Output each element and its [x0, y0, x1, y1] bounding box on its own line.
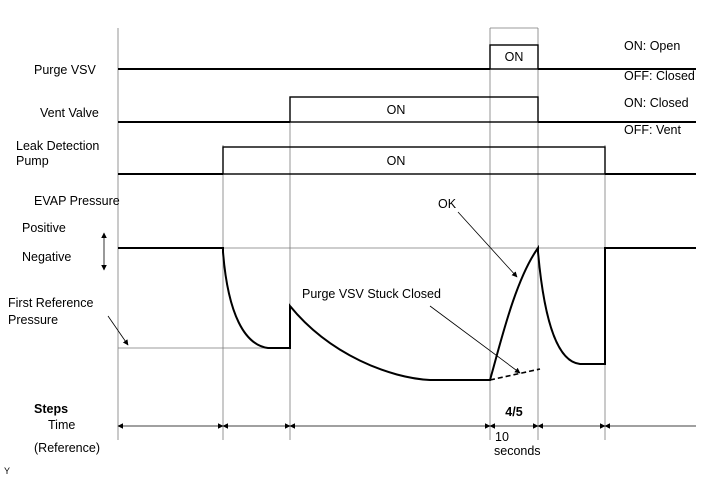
- footer-mark: Y: [4, 466, 10, 476]
- evap-pressure-label: EVAP Pressure: [34, 194, 120, 208]
- purge-vsv-stuck-label: Purge VSV Stuck Closed: [302, 287, 441, 301]
- timing-guides: [117, 27, 606, 440]
- purge-vsv-on-meaning: ON: Open: [624, 39, 680, 53]
- vent-valve-label: Vent Valve: [40, 106, 99, 120]
- first-reference-label-line1: First Reference: [8, 296, 93, 310]
- ok-label: OK: [438, 197, 457, 211]
- leak-pump-on-text: ON: [387, 154, 406, 168]
- purge-vsv-on-pulse: [489, 44, 539, 70]
- time-label: Time: [48, 418, 75, 432]
- purge-vsv-stuck-curve: [489, 368, 541, 381]
- vent-valve-on-text: ON: [387, 103, 406, 117]
- first-reference-pointer-arrow: [107, 315, 129, 346]
- duration-value: 10: [495, 430, 509, 444]
- step-4-5-label: 4/5: [505, 405, 522, 419]
- reference-label: (Reference): [34, 441, 100, 455]
- evap-pressure-curve: [118, 244, 696, 381]
- duration-unit: seconds: [494, 444, 541, 458]
- vent-valve-off-meaning: OFF: Vent: [624, 123, 681, 137]
- leak-pump-label-line1: Leak Detection: [16, 139, 99, 153]
- leak-pump-label-line2: Pump: [16, 154, 49, 168]
- vent-valve-on-pulse: [289, 96, 539, 123]
- purge-vsv-on-text: ON: [505, 50, 524, 64]
- negative-label: Negative: [22, 250, 71, 264]
- first-reference-label-line2: Pressure: [8, 313, 58, 327]
- positive-label: Positive: [22, 221, 66, 235]
- purge-vsv-off-meaning: OFF: Closed: [624, 69, 695, 83]
- leak-pump-on-pulse: [222, 146, 606, 175]
- stuck-pointer-arrow: [429, 305, 521, 374]
- vent-valve-on-meaning: ON: Closed: [624, 96, 689, 110]
- ok-pointer-arrow: [457, 211, 518, 278]
- steps-label: Steps: [34, 402, 68, 416]
- purge-vsv-label: Purge VSV: [34, 63, 97, 77]
